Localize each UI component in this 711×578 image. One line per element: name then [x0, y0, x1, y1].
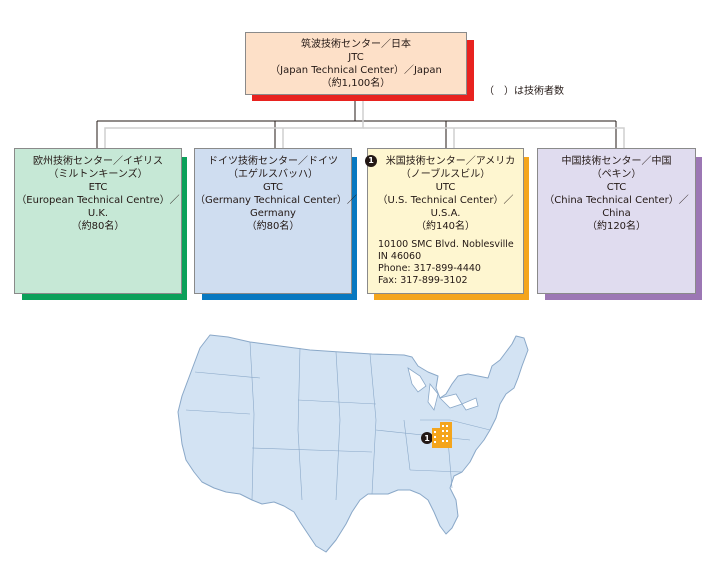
great-lakes [407, 367, 479, 411]
ctc-name: 中国技術センター／中国 [561, 156, 672, 167]
utc-street: 10100 SMC Blvd. Noblesville [378, 239, 514, 250]
branch-shadow-right [363, 127, 625, 148]
ctc-country: China [602, 208, 631, 219]
staff-count-note: （ ）は技術者数 [484, 86, 564, 97]
ctc-staff: （約120名） [586, 221, 647, 232]
hq-box: 筑波技術センター／日本 JTC （Japan Technical Center）… [245, 32, 467, 95]
gtc-box: ドイツ技術センター／ドイツ （エゲルスバッハ） GTC （Germany Tec… [194, 148, 357, 294]
ctc-abbr: CTC [606, 182, 627, 193]
etc-full-name: （European Technical Centre）／ [16, 195, 180, 206]
etc-abbr: ETC [88, 182, 108, 193]
gtc-staff: （約80名） [246, 221, 300, 232]
branch-shadow-left [104, 101, 364, 148]
hq-name: 筑波技術センター／日本 [301, 39, 411, 50]
hq-full-name: （Japan Technical Center）／Japan [270, 65, 442, 76]
hq-abbr: JTC [348, 52, 364, 63]
etc-location: （ミルトンキーンズ） [48, 169, 148, 180]
ctc-full-name: （China Technical Center）／ [544, 195, 689, 206]
etc-box: 欧州技術センター／イギリス （ミルトンキーンズ） ETC （European T… [14, 148, 182, 294]
gtc-full-name: （Germany Technical Center）／ [195, 195, 357, 206]
utc-name: 米国技術センター／アメリカ [385, 156, 516, 167]
utc-location: （ノーブルスビル） [400, 169, 491, 180]
ctc-box: 中国技術センター／中国 （ペキン） CTC （China Technical C… [537, 148, 696, 294]
utc-marker-badge: 1 [365, 155, 377, 167]
utc-staff: （約140名） [415, 221, 476, 232]
utc-fax: Fax: 317-899-3102 [378, 275, 468, 286]
etc-name: 欧州技術センター／イギリス [33, 156, 163, 167]
map-marker-label: 1 [424, 434, 430, 443]
utc-address: 10100 SMC Blvd. Noblesville IN 46060 Pho… [368, 239, 523, 287]
hq-staff: （約1,100名） [321, 78, 391, 89]
gtc-name: ドイツ技術センター／ドイツ [208, 156, 338, 167]
gtc-country: Germany [250, 208, 296, 219]
utc-location-pin: 1 [421, 422, 452, 448]
us-land-outline [177, 334, 529, 553]
etc-staff: （約80名） [71, 221, 125, 232]
gtc-location: （エゲルスバッハ） [228, 169, 318, 180]
etc-country: U.K. [87, 208, 109, 219]
utc-phone: Phone: 317-899-4440 [378, 263, 481, 274]
utc-state-zip: IN 46060 [378, 251, 422, 262]
utc-name-row: 1 米国技術センター／アメリカ [365, 155, 523, 168]
building-icon [432, 422, 452, 448]
utc-full-name: （U.S. Technical Center）／ [377, 195, 514, 206]
ctc-location: （ペキン） [591, 169, 642, 180]
map-marker-circle [421, 432, 433, 444]
utc-box: 1 米国技術センター／アメリカ （ノーブルスビル） UTC （U.S. Tech… [365, 148, 524, 294]
utc-abbr: UTC [435, 182, 456, 193]
gtc-abbr: GTC [263, 182, 283, 193]
utc-country: U.S.A. [430, 208, 461, 219]
